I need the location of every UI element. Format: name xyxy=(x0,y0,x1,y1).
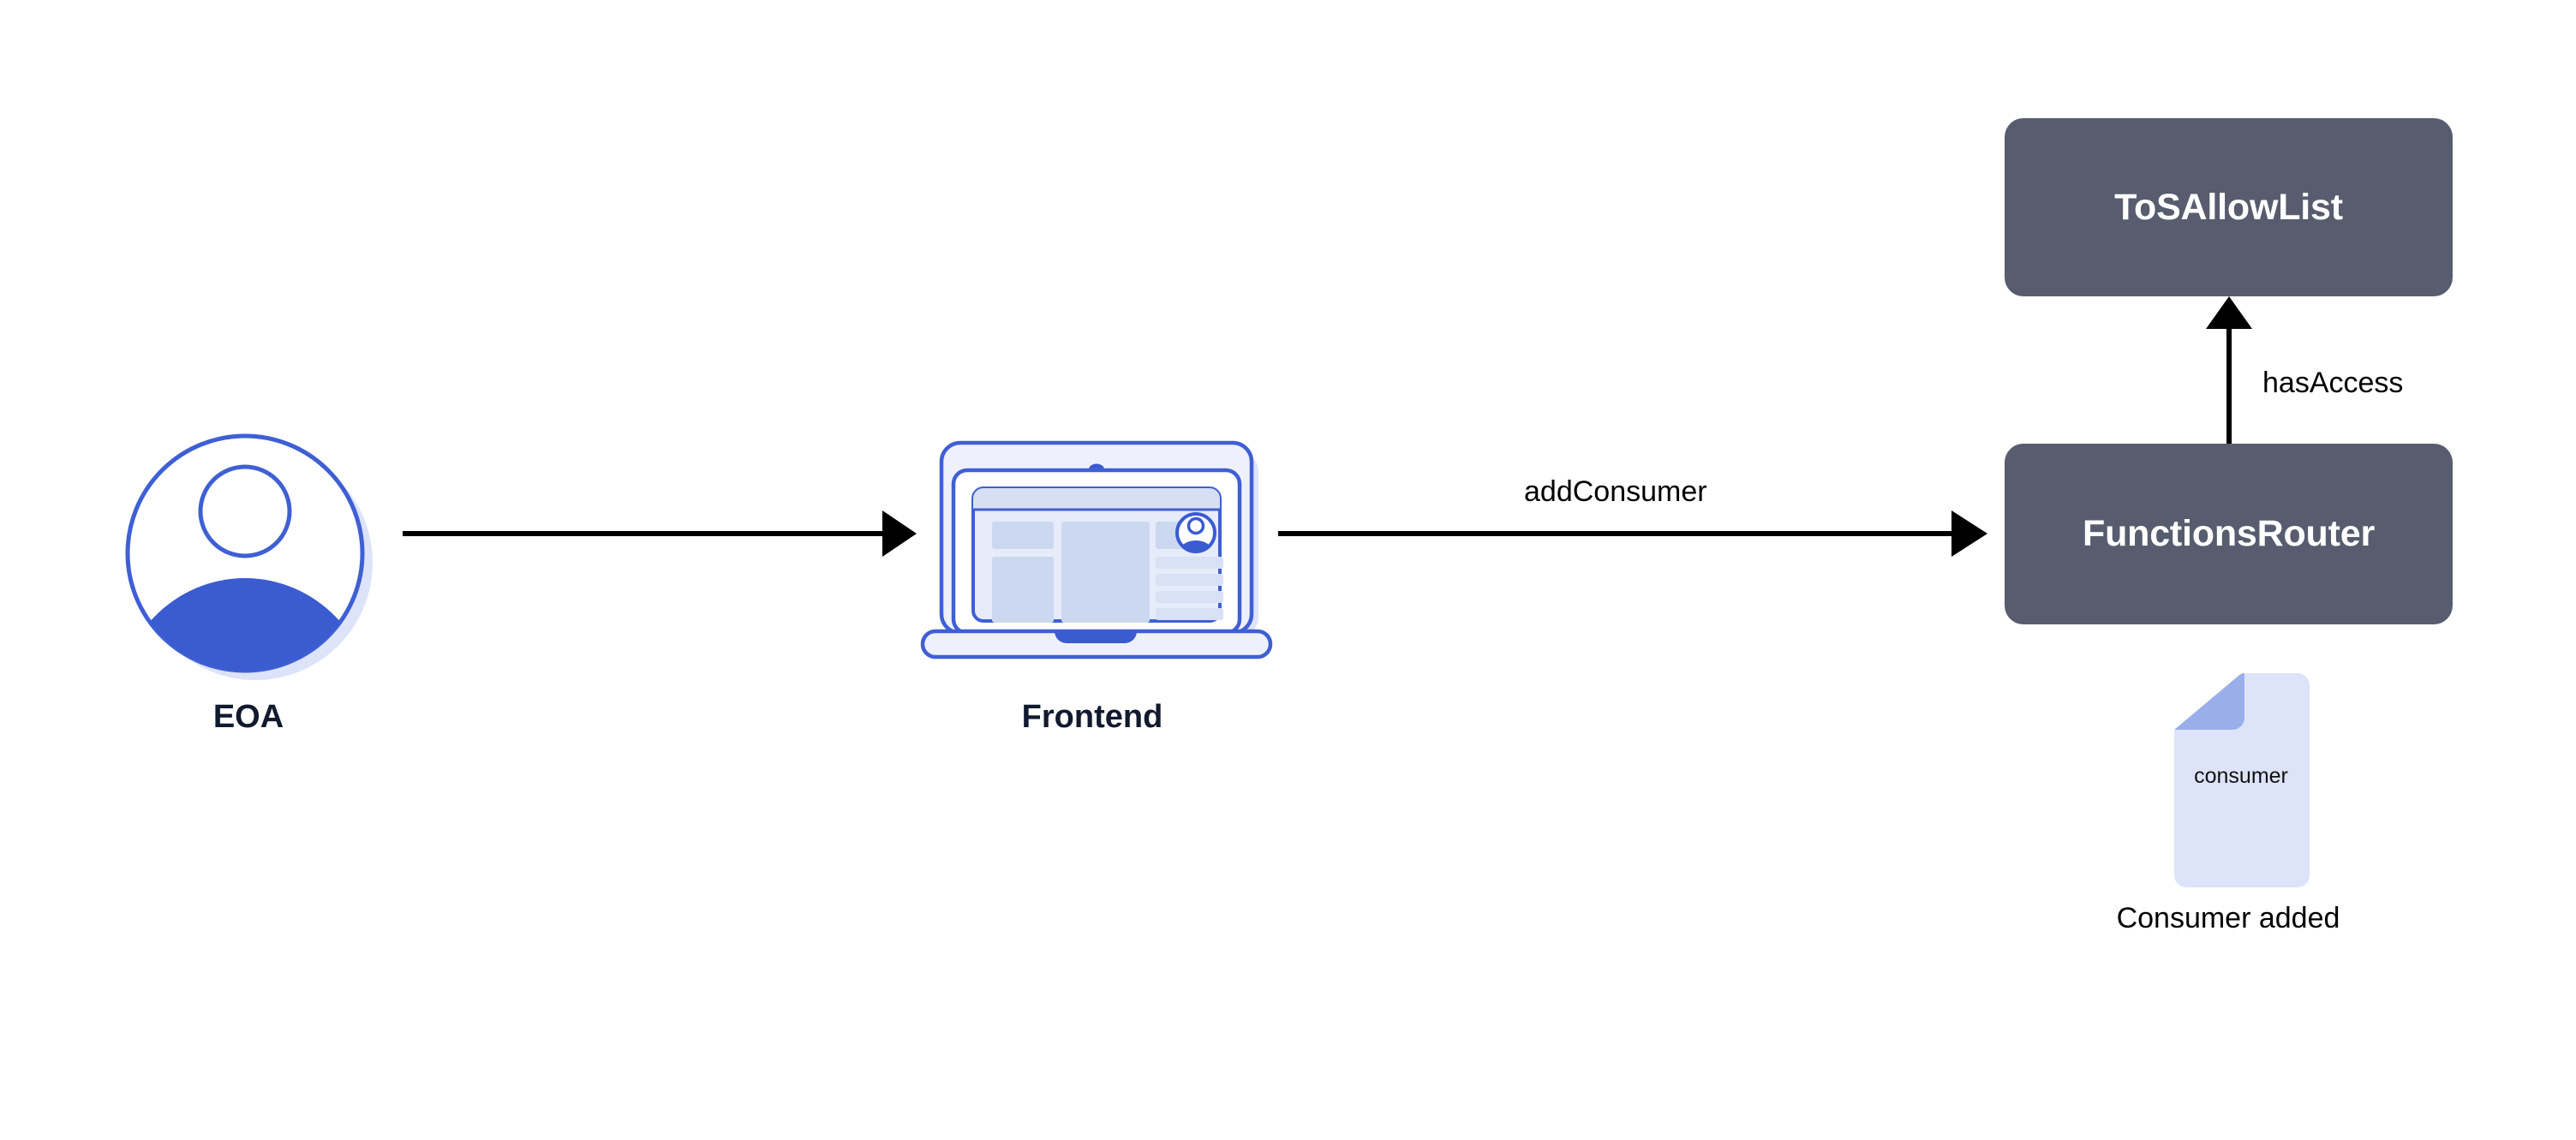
edge-label-has-access: hasAccess xyxy=(2262,367,2404,399)
user-avatar-icon xyxy=(125,433,373,680)
page-fold-icon xyxy=(2174,673,2244,730)
screen-sidebar-block-bottom xyxy=(992,557,1054,623)
frontend-label: Frontend xyxy=(1021,699,1163,735)
screen-line xyxy=(1156,574,1223,586)
consumer-doc-text: consumer xyxy=(2194,764,2288,788)
user-avatar-mini-icon xyxy=(1175,512,1216,553)
arrow-eoa-to-frontend xyxy=(403,510,917,557)
screen-line xyxy=(1156,608,1223,620)
laptop-icon xyxy=(920,440,1273,660)
arrow-functions-router-to-tos-allow-list xyxy=(2206,296,2252,444)
screen-line xyxy=(1156,591,1223,603)
laptop-trackpad-notch xyxy=(1055,631,1137,643)
screen-main-block xyxy=(1061,522,1150,623)
screen-line xyxy=(1156,557,1223,569)
tos-allow-list-box[interactable]: ToSAllowList xyxy=(2005,118,2453,296)
functions-router-label: FunctionsRouter xyxy=(2083,513,2375,554)
functions-router-box[interactable]: FunctionsRouter xyxy=(2005,444,2453,624)
document-icon: consumer xyxy=(2174,673,2310,887)
tos-allow-list-label: ToSAllowList xyxy=(2114,186,2343,228)
screen-sidebar-block-top xyxy=(992,522,1054,549)
eoa-label: EOA xyxy=(212,699,284,735)
arrow-frontend-to-functions-router xyxy=(1278,510,1987,557)
laptop-screen xyxy=(971,486,1223,623)
laptop-base xyxy=(920,629,1273,660)
edge-label-add-consumer: addConsumer xyxy=(1524,475,1707,508)
consumer-added-caption: Consumer added xyxy=(2116,902,2340,934)
